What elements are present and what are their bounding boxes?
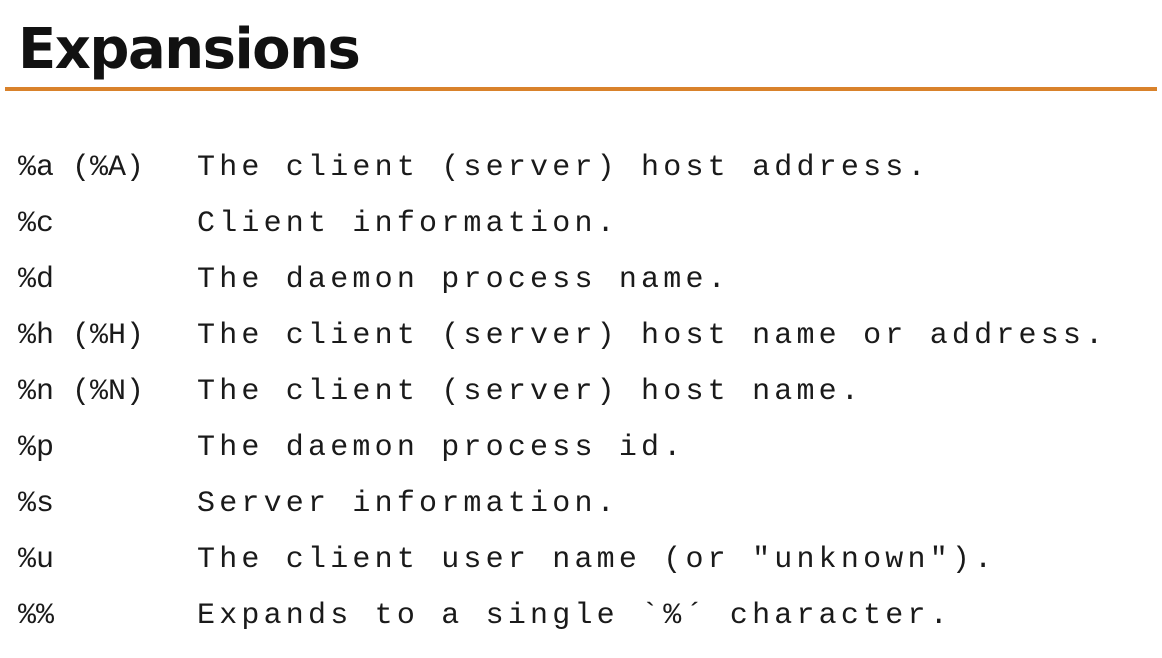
expansion-description: Expands to a single `%´ character. xyxy=(197,599,952,633)
expansion-row: %s Server information. xyxy=(18,476,1107,532)
expansion-code: %% xyxy=(18,599,55,633)
expansion-code: %c xyxy=(18,207,55,241)
expansion-row: %n (%N) The client (server) host name. xyxy=(18,364,1107,420)
expansion-description: The daemon process id. xyxy=(197,431,686,465)
expansion-row: %d The daemon process name. xyxy=(18,252,1107,308)
expansion-code: %p xyxy=(18,431,55,465)
expansion-description: The client (server) host address. xyxy=(197,151,930,185)
expansion-code: %h (%H) xyxy=(18,319,145,353)
expansion-code: %d xyxy=(18,263,55,297)
expansion-code: %u xyxy=(18,543,55,577)
expansion-description: Server information. xyxy=(197,487,619,521)
expansion-row: %u The client user name (or "unknown"). xyxy=(18,532,1107,588)
expansion-code: %n (%N) xyxy=(18,375,145,409)
expansion-row: %c Client information. xyxy=(18,196,1107,252)
expansion-code: %s xyxy=(18,487,55,521)
expansion-list: %a (%A) The client (server) host address.… xyxy=(18,140,1107,644)
expansion-description: The daemon process name. xyxy=(197,263,730,297)
expansion-description: Client information. xyxy=(197,207,619,241)
title-underline xyxy=(5,87,1157,91)
slide-title: Expansions xyxy=(18,17,361,82)
expansion-row: %h (%H) The client (server) host name or … xyxy=(18,308,1107,364)
expansion-code: %a (%A) xyxy=(18,151,145,185)
expansion-description: The client (server) host name or address… xyxy=(197,319,1108,353)
expansion-row: %% Expands to a single `%´ character. xyxy=(18,588,1107,644)
expansion-description: The client (server) host name. xyxy=(197,375,864,409)
expansion-row: %a (%A) The client (server) host address. xyxy=(18,140,1107,196)
expansion-description: The client user name (or "unknown"). xyxy=(197,543,997,577)
expansion-row: %p The daemon process id. xyxy=(18,420,1107,476)
